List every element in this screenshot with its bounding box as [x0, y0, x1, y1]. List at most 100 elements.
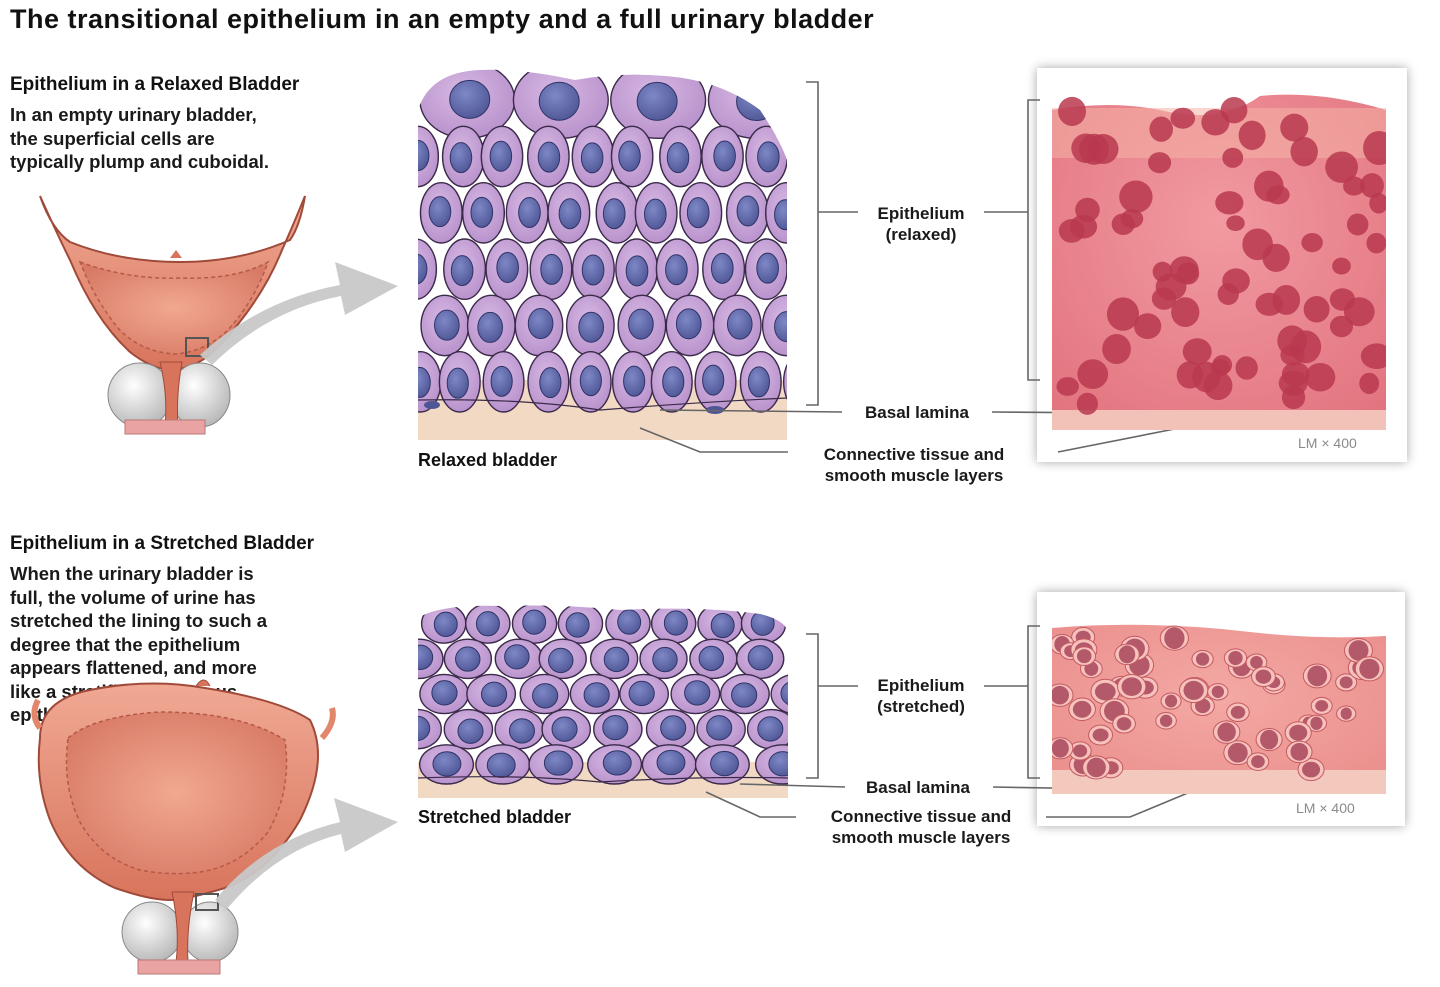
stained-nucleus [1056, 377, 1079, 396]
cell-nucleus [747, 366, 770, 398]
cell-nucleus [543, 750, 573, 776]
stained-nucleus [1302, 761, 1321, 778]
zoom-arrow-relaxed [200, 262, 398, 365]
stained-nucleus [1343, 176, 1365, 196]
cell-nucleus [795, 256, 817, 286]
stained-nucleus [1217, 283, 1239, 306]
stretched-epithelium-label: Epithelium (stretched) [858, 675, 984, 717]
cell-nucleus [768, 751, 788, 777]
stained-nucleus [1238, 120, 1266, 150]
stained-nucleus [1058, 96, 1087, 127]
stained-nucleus [1052, 685, 1070, 705]
cell-nucleus [538, 81, 580, 121]
stained-nucleus [1346, 213, 1369, 236]
cell-nucleus [686, 197, 710, 229]
stretched-desc-line: degree that the epithelium [10, 633, 241, 655]
epithelial-cell [833, 126, 874, 186]
stained-nucleus [1260, 729, 1279, 750]
stained-nucleus [1290, 137, 1318, 167]
cell-nucleus [496, 252, 519, 284]
cell-nucleus [662, 366, 685, 398]
stained-nucleus [1303, 295, 1330, 323]
stained-nucleus [1120, 209, 1144, 229]
stained-nucleus [1171, 297, 1200, 328]
stained-nucleus [1226, 215, 1245, 232]
cell-nucleus [581, 254, 605, 286]
cell-nucleus [418, 253, 428, 285]
stretched-basal-label: Basal lamina [866, 778, 970, 797]
stained-nucleus [1133, 313, 1162, 340]
relaxed-epithelium-label-line1: Epithelium [877, 204, 965, 223]
stained-nucleus [1301, 232, 1323, 253]
cell-nucleus [449, 79, 491, 119]
relaxed-cell-drawing [417, 69, 874, 440]
stained-nucleus [1118, 645, 1136, 664]
cell-nucleus [774, 199, 787, 231]
stretched-desc-line: appears flattened, and more [10, 657, 257, 678]
cell-nucleus [702, 364, 725, 396]
cell-nucleus [845, 142, 867, 172]
relaxed-bladder-drawing [39, 195, 306, 435]
stained-nucleus [1203, 371, 1233, 401]
epithelial-cell [786, 238, 787, 301]
cell-nucleus [537, 141, 561, 173]
stained-nucleus [1094, 682, 1116, 701]
epithelial-cell [789, 126, 830, 186]
cell-nucleus [508, 718, 535, 744]
cell-nucleus [504, 644, 530, 670]
cell-nucleus [628, 680, 655, 707]
cell-nucleus [618, 140, 641, 172]
stained-nucleus [1102, 333, 1131, 364]
cell-nucleus [710, 612, 735, 639]
stained-nucleus [1116, 717, 1132, 731]
epithelial-cell [816, 295, 863, 355]
cell-nucleus [726, 308, 753, 340]
cell-nucleus [819, 753, 847, 777]
relaxed-connective-line2: smooth muscle layers [824, 466, 1004, 485]
relaxed-micrograph [1052, 84, 1386, 430]
stained-nucleus [1227, 742, 1248, 763]
cell-nucleus [518, 196, 541, 228]
relaxed-caption: Relaxed bladder [418, 450, 558, 470]
stained-nucleus [1360, 173, 1384, 198]
cell-nucleus [710, 750, 739, 777]
stained-nucleus [1251, 755, 1265, 769]
cell-nucleus [849, 611, 872, 635]
cell-nucleus [434, 309, 460, 341]
stained-nucleus [1363, 131, 1386, 166]
cell-nucleus [450, 255, 474, 287]
relaxed-desc-line: typically plump and cuboidal. [10, 151, 270, 172]
stretched-caption: Stretched bladder [418, 807, 572, 827]
cell-nucleus [666, 142, 690, 174]
relaxed-connective-label: Connective tissue and smooth muscle laye… [788, 444, 1040, 486]
cell-nucleus [583, 682, 610, 708]
cell-nucleus [807, 717, 832, 741]
stained-nucleus [1290, 742, 1309, 761]
stained-nucleus [1076, 392, 1098, 415]
cell-nucleus [799, 647, 823, 671]
stained-nucleus [1058, 219, 1085, 243]
cell-nucleus [579, 365, 602, 397]
stretched-epithelium-label-line1: Epithelium [877, 676, 965, 695]
stretched-desc-line: full, the volume of urine has [10, 586, 256, 608]
cell-nucleus [643, 198, 667, 230]
epithelial-cell [836, 604, 880, 643]
stained-nucleus [1195, 652, 1210, 666]
epithelial-cell [770, 673, 788, 715]
cell-nucleus [490, 365, 513, 397]
epithelial-cell [837, 639, 884, 678]
cell-nucleus [418, 366, 431, 398]
stained-nucleus [1086, 757, 1106, 778]
stained-nucleus [1183, 680, 1204, 700]
stretched-desc-line: stretched the lining to such a [10, 610, 267, 631]
cell-nucleus [522, 609, 547, 635]
relaxed-desc-line: the superficial cells are [10, 127, 215, 149]
stained-nucleus [1148, 152, 1172, 174]
stained-nucleus [1220, 96, 1248, 124]
cell-nucleus [823, 199, 845, 229]
cell-nucleus [793, 366, 814, 396]
stained-nucleus [1106, 297, 1140, 331]
cell-nucleus [480, 681, 508, 707]
cell-nucleus [636, 81, 678, 121]
